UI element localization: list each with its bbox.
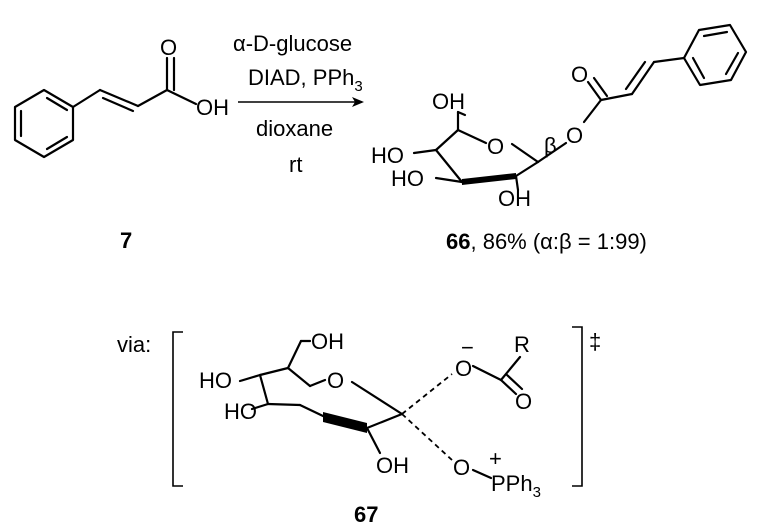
compound-66-ho-left: HO <box>371 143 404 168</box>
compound-66-carbonyl-o: O <box>571 62 588 87</box>
ts-r-group: R <box>514 332 530 357</box>
ts-carboxylate-o: O <box>455 356 472 381</box>
ts-carboxylate <box>471 355 524 396</box>
compound-66-anomer-label: β <box>544 133 557 158</box>
ts-phosphonium <box>471 468 493 480</box>
solvent-dioxane: dioxane <box>256 116 333 141</box>
ts-carboxylate-charge: − <box>461 335 474 360</box>
compound-66-number: 66 <box>446 229 470 254</box>
ts-dagger: ‡ <box>589 329 601 354</box>
ts-glucose-ring <box>238 339 453 461</box>
compound-66-oh-bottom: OH <box>498 186 531 211</box>
compound-66-oh-top: OH <box>432 89 465 114</box>
reagent-diad-pph3: DIAD, PPh3 <box>248 65 363 95</box>
compound-66-ester-o: O <box>566 123 583 148</box>
ts-carbonyl-o: O <box>515 389 532 414</box>
compound-66-ring-o: O <box>487 134 504 159</box>
ts-phosphonium-o: O <box>453 455 470 480</box>
ts-ring-o: O <box>327 368 344 393</box>
compound-66-structure: O OH HO HO OH β O O 66, 86% (α:β = 1:99) <box>371 23 748 254</box>
reagent-glucose: α-D-glucose <box>233 31 352 56</box>
ts-oh-top: OH <box>311 329 344 354</box>
transition-state-67: via: ‡ O OH HO HO OH <box>117 326 601 527</box>
via-label: via: <box>117 332 151 357</box>
ts-phosphonium-charge: + <box>489 446 502 471</box>
compound-66-cinnamoyl-chain <box>582 56 686 124</box>
compound-7-side-chain <box>71 56 198 113</box>
compound-66-phenyl-ring <box>682 23 748 87</box>
compound-7-phenyl-ring <box>13 88 75 159</box>
temperature-rt: rt <box>289 152 302 177</box>
ts-pph3: PPh3 <box>491 471 541 501</box>
compound-7-carbonyl-o: O <box>160 35 177 60</box>
compound-67-number: 67 <box>354 502 378 527</box>
compound-7-structure: O OH 7 <box>13 35 229 253</box>
ts-ho-left: HO <box>199 368 232 393</box>
compound-7-oh: OH <box>196 95 229 120</box>
compound-66-yield: , 86% (α:β = 1:99) <box>470 229 646 254</box>
right-bracket <box>572 326 583 487</box>
compound-66-ho-bottom: HO <box>391 166 424 191</box>
compound-7-number: 7 <box>120 228 132 253</box>
reaction-arrow-group: α-D-glucose DIAD, PPh3 dioxane rt <box>233 31 364 177</box>
compound-66-caption: 66, 86% (α:β = 1:99) <box>446 229 647 254</box>
compound-66-glucose-ring <box>412 110 568 192</box>
ts-oh-bottom: OH <box>376 453 409 478</box>
arrowhead <box>352 97 364 107</box>
left-bracket <box>172 331 183 487</box>
ts-ho-bottom: HO <box>224 399 257 424</box>
